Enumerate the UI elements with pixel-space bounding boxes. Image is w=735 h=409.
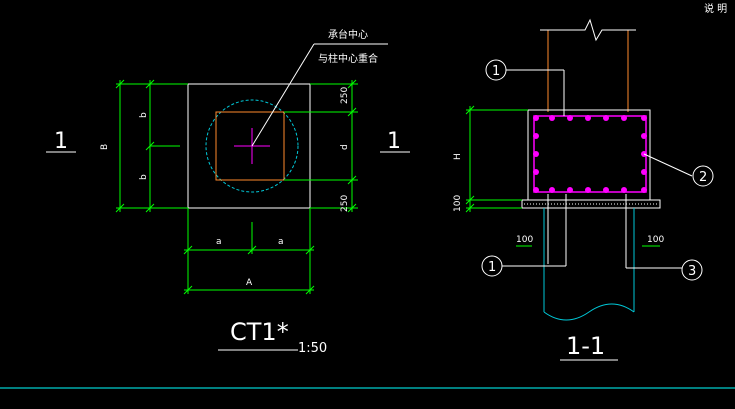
section-title: 1-1 (566, 332, 605, 360)
note-line-2: 与柱中心重合 (318, 52, 378, 65)
dim-b-top-label: b (139, 112, 149, 118)
bubble-1-bottom-label: 1 (488, 260, 496, 275)
dim-bottom-offset-label: 250 (340, 195, 350, 212)
right-dimensions (284, 79, 358, 213)
dim-b-bottom-label: b (139, 174, 149, 180)
note-leader (251, 43, 315, 147)
bubble-3 (681, 259, 703, 281)
bubble-1-top-label: 1 (492, 64, 500, 79)
dim-A-label: A (246, 278, 253, 288)
dim-base-label: 100 (453, 195, 463, 212)
section-view: H 100 100 100 1 2 1 3 1-1 (453, 18, 714, 361)
section-marker-right: 1 (387, 129, 401, 154)
bubble-2-leader (643, 153, 693, 177)
blinding-layer (521, 199, 661, 209)
column-break-line (540, 18, 636, 42)
plan-view: 承台中心 与柱中心重合 1 1 B b b (46, 28, 410, 356)
plan-title: CT1* (230, 318, 289, 346)
dim-top-offset-label: 250 (340, 87, 350, 104)
pile-cap-outline (187, 83, 311, 209)
pile-circle (205, 99, 299, 193)
column-outline (215, 111, 285, 181)
pile-break-curve (543, 303, 635, 321)
bubble-1-bottom (481, 255, 503, 277)
plan-scale: 1:50 (298, 341, 327, 356)
section-left-dimensions (465, 105, 528, 213)
dim-H-label: H (453, 153, 463, 160)
corner-note: 说 明 (704, 2, 727, 15)
bubble-1-top (485, 59, 507, 81)
bubble-2-label: 2 (699, 170, 707, 185)
bubble-2 (692, 165, 714, 187)
dim-a-right-label: a (278, 237, 284, 247)
bubble-3-label: 3 (688, 264, 696, 279)
dim-B-label: B (100, 144, 110, 150)
dim-a-left-label: a (216, 237, 222, 247)
dim-d-label: d (340, 144, 350, 150)
left-dimensions (115, 79, 188, 213)
rebar-dots (533, 115, 647, 193)
section-marker-left: 1 (54, 129, 68, 154)
note-line-1: 承台中心 (328, 28, 368, 41)
dim-left-cover-label: 100 (516, 235, 533, 245)
dim-right-cover-label: 100 (647, 235, 664, 245)
bottom-dimensions (183, 208, 315, 295)
